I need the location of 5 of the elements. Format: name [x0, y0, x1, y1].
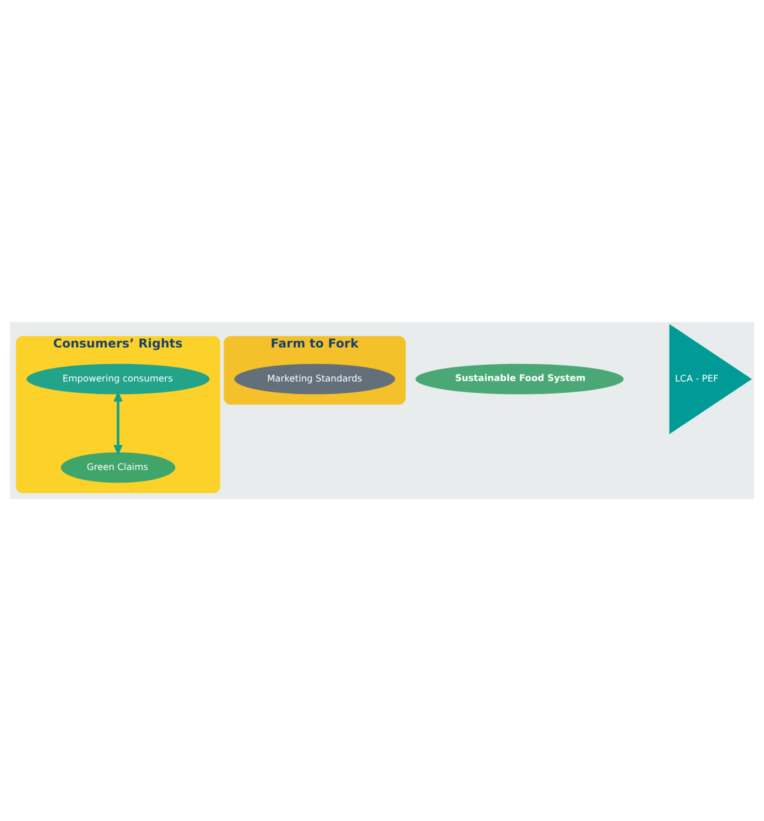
node-ellipse: Green Claims: [60, 452, 176, 483]
arrow: [113, 391, 123, 456]
node-ellipse: Empowering consumers: [26, 364, 210, 394]
node-ellipse: Marketing Standards: [234, 364, 396, 394]
node-ellipse: Sustainable Food System: [416, 364, 624, 394]
